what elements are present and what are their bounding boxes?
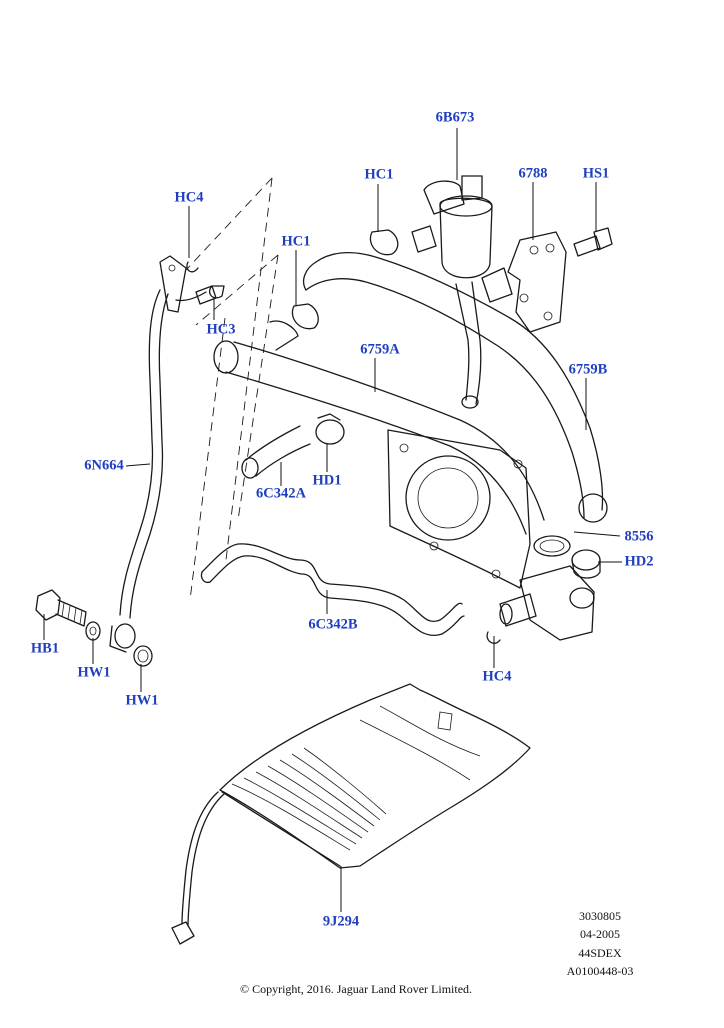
cover-9j294 [171, 683, 531, 945]
doc-code-1: 3030805 [579, 909, 621, 923]
label-hc1-top[interactable]: HC1 [364, 166, 394, 183]
label-hc1-mid[interactable]: HC1 [281, 233, 311, 250]
label-hw1-a[interactable]: HW1 [77, 664, 111, 681]
label-6759a[interactable]: 6759A [360, 341, 400, 358]
valve-body [486, 565, 595, 644]
label-hw1-b[interactable]: HW1 [125, 692, 159, 709]
hose-6759a [213, 320, 545, 535]
bolt-hs1 [573, 227, 613, 257]
label-hc4-top[interactable]: HC4 [174, 189, 204, 206]
label-6n664[interactable]: 6N664 [84, 457, 124, 474]
clamp-hd2 [571, 549, 601, 579]
engine-housing [387, 429, 531, 589]
hose-6c342a [241, 425, 311, 479]
hose-6c342b [200, 543, 465, 637]
label-hd1[interactable]: HD1 [312, 472, 342, 489]
washers-hw1 [85, 621, 153, 667]
label-6788[interactable]: 6788 [518, 165, 548, 182]
clips-hc3-hc4 [186, 261, 225, 305]
label-hc4-bottom[interactable]: HC4 [482, 668, 512, 685]
clamp-hd1 [315, 413, 345, 445]
doc-code-3: 44SDEX [578, 946, 622, 960]
oil-separator-6b673 [423, 175, 493, 409]
doc-code-2: 04-2005 [580, 927, 620, 941]
hose-6759b [302, 251, 608, 523]
label-hd2[interactable]: HD2 [624, 553, 654, 570]
copyright-notice: © Copyright, 2016. Jaguar Land Rover Lim… [239, 982, 473, 996]
bracket-6788 [481, 231, 567, 333]
banjo-bolt-hb1 [35, 589, 87, 627]
label-9j294[interactable]: 9J294 [322, 913, 360, 930]
label-hb1[interactable]: HB1 [30, 640, 60, 657]
clamp-8556 [533, 535, 571, 557]
leader-lines [43, 128, 622, 912]
perspective-guides [185, 177, 279, 601]
doc-code-4: A0100448-03 [566, 964, 634, 978]
clamps-hc1 [291, 225, 437, 330]
label-8556[interactable]: 8556 [624, 528, 654, 545]
label-6c342a[interactable]: 6C342A [256, 485, 306, 502]
label-hc3[interactable]: HC3 [206, 321, 236, 338]
label-6759b[interactable]: 6759B [568, 361, 608, 378]
pipe-6n664 [109, 255, 207, 653]
label-6c342b[interactable]: 6C342B [308, 616, 358, 633]
label-hs1[interactable]: HS1 [582, 165, 610, 182]
label-6b673[interactable]: 6B673 [435, 109, 475, 126]
